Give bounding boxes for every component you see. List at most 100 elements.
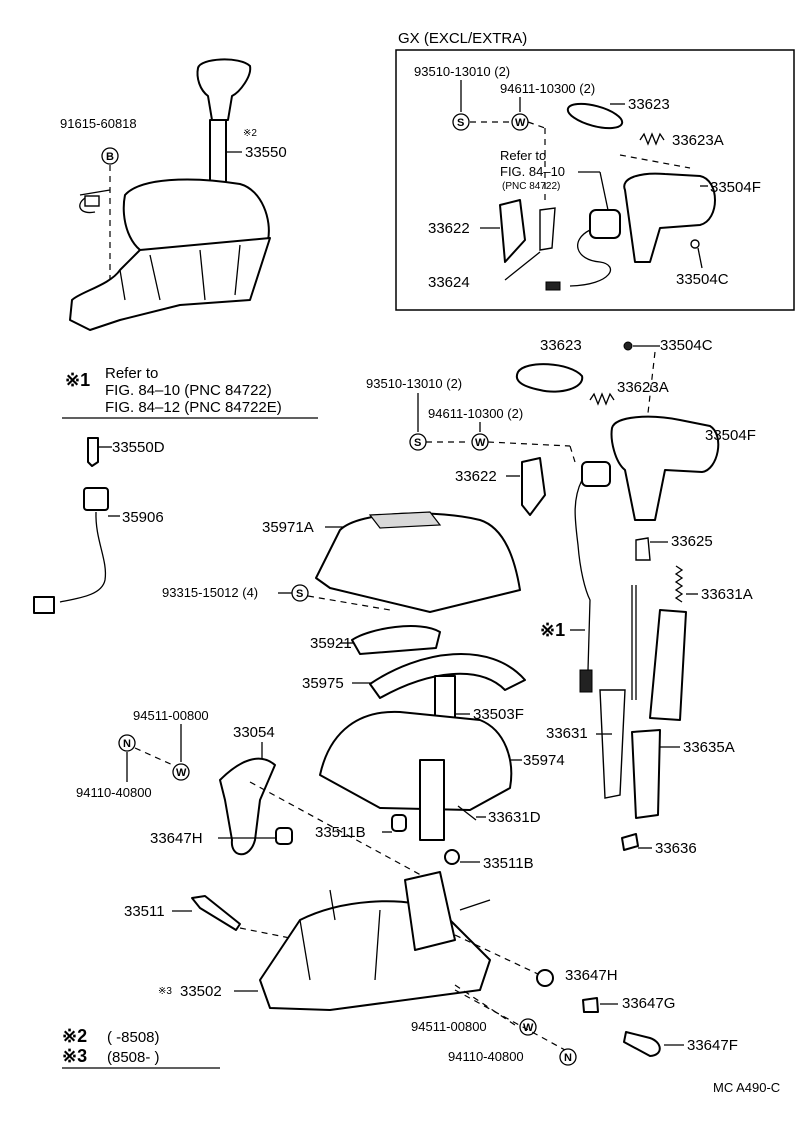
- label-33647H-b: 33647H: [565, 967, 618, 984]
- bracket-upright-part: [404, 871, 456, 951]
- n-symbol-icon-2: [559, 1048, 577, 1066]
- base-bracket: 33511 ※3 33502: [124, 871, 491, 1011]
- s-symbol-text-2: S: [296, 588, 303, 600]
- inset-label-33623: 33623: [628, 96, 670, 113]
- lever-plate-part: [419, 759, 445, 841]
- knob-part: [623, 172, 716, 263]
- label-33503F: 33503F: [473, 706, 524, 723]
- bracket-part: [499, 199, 526, 263]
- diagram-code: MC A490-C: [713, 1080, 780, 1095]
- w-symbol-text: W: [515, 117, 526, 129]
- label-33511: 33511: [124, 903, 165, 920]
- note1-line2: FIG. 84–10 (PNC 84722): [105, 382, 272, 399]
- label-33502-mark: ※3: [158, 986, 172, 997]
- housing-part: [122, 178, 270, 256]
- rod-end-part: [621, 833, 639, 851]
- label-33511B-b: 33511B: [483, 855, 534, 872]
- b-symbol-text: B: [106, 151, 114, 163]
- label-93315: 93315-15012 (4): [162, 585, 258, 600]
- bushing-part-4: [536, 969, 554, 987]
- inset-label-33623A: 33623A: [672, 132, 724, 149]
- w-symbol-icon-2: [172, 763, 190, 781]
- w-symbol-text-4: W: [475, 437, 486, 449]
- label-33550D: 33550D: [112, 439, 165, 456]
- clip-part-2: [582, 997, 599, 1013]
- right-small-parts: 33647H 33647G 94511-00800 W 33647F 94110…: [411, 934, 738, 1066]
- label-33511B-a: 33511B: [315, 824, 366, 841]
- knob-part-2: [610, 415, 720, 521]
- note1-line3: FIG. 84–12 (PNC 84722E): [105, 399, 282, 416]
- bracket-base-part: [259, 900, 491, 1011]
- label-94511-b: 94511-00800: [411, 1019, 487, 1034]
- label-35921: 35921: [310, 635, 352, 652]
- label-33647G: 33647G: [622, 995, 675, 1012]
- note2-mark: ※2: [243, 128, 257, 139]
- pin-part: [623, 1031, 661, 1057]
- label-35974: 35974: [523, 752, 565, 769]
- inset-label-33624: 33624: [428, 274, 470, 291]
- inset-label-33622: 33622: [428, 220, 470, 237]
- label-33636: 33636: [655, 840, 697, 857]
- inset-ref-line1: Refer to: [500, 148, 546, 163]
- legend-row1-mark: ※2: [62, 1026, 87, 1046]
- bracket-part-2: [521, 457, 546, 516]
- spring-part-2: [589, 392, 615, 406]
- s-symbol-text-3: S: [414, 437, 421, 449]
- n-symbol-icon: [118, 734, 136, 752]
- label-33054: 33054: [233, 724, 275, 741]
- n-symbol-text: N: [123, 738, 131, 750]
- label-94511-a: 94511-00800: [133, 708, 209, 723]
- label-35971A: 35971A: [262, 519, 314, 536]
- knob-button-part: [566, 102, 624, 130]
- label-33623: 33623: [540, 337, 582, 354]
- w-symbol-text-2: W: [176, 767, 187, 779]
- s-symbol-icon-2: [291, 584, 309, 602]
- legend-row2-text: (8508- ): [107, 1049, 160, 1066]
- label-35906: 35906: [122, 509, 164, 526]
- link-parts: 94511-00800 W N 94110-40800 33054 33647H…: [76, 708, 541, 881]
- knob-exploded: 33623 33504C 93510-13010 (2) S 94611-103…: [366, 337, 756, 693]
- inset-label-94611: 94611-10300 (2): [500, 81, 595, 96]
- label-94110-a: 94110-40800: [76, 785, 152, 800]
- label-33647F: 33647F: [687, 1037, 738, 1054]
- b-symbol-icon: [101, 147, 119, 165]
- slide-plate-part: [369, 653, 526, 699]
- label-33623A: 33623A: [617, 379, 669, 396]
- shift-knob-part: [196, 58, 252, 121]
- cap-part: [635, 537, 651, 561]
- label-33635A: 33635A: [683, 739, 735, 756]
- bushing-part: [275, 827, 293, 845]
- label-94110-b: 94110-40800: [448, 1049, 524, 1064]
- sleeve-part: [631, 729, 661, 819]
- pin-bolt-part: [191, 895, 241, 931]
- legend: ※2 ( -8508) ※3 (8508- ): [62, 1026, 220, 1069]
- socket-part: [83, 487, 109, 511]
- rod-part: [599, 689, 626, 799]
- label-33504C: 33504C: [660, 337, 713, 354]
- bushing-part-2: [391, 814, 407, 832]
- w-symbol-text-3: W: [523, 1022, 534, 1034]
- legend-row2-mark: ※3: [62, 1046, 87, 1066]
- switch-part-2: [581, 461, 611, 487]
- label-93510: 93510-13010 (2): [366, 376, 462, 391]
- label-33647H-a: 33647H: [150, 830, 203, 847]
- cover-stack: 35971A 93315-15012 (4) S 35921 35975 335…: [162, 511, 565, 841]
- bushing-part-3: [444, 849, 460, 865]
- cover-part: [315, 512, 521, 613]
- label-33631D: 33631D: [488, 809, 541, 826]
- s-symbol-icon: [452, 113, 470, 131]
- inset-title: GX (EXCL/EXTRA): [398, 30, 527, 47]
- legend-row1-text: ( -8508): [107, 1029, 160, 1046]
- label-33502: 33502: [180, 983, 222, 1000]
- s-symbol-text: S: [457, 117, 464, 129]
- inset-label-33504C: 33504C: [676, 271, 729, 288]
- label-33631: 33631: [546, 725, 588, 742]
- label-35975: 35975: [302, 675, 344, 692]
- note1-ref-mark: ※1: [540, 620, 565, 640]
- base-frame-part: [69, 237, 271, 331]
- note1-line1: Refer to: [105, 365, 158, 382]
- label-33550: 33550: [245, 144, 287, 161]
- bulb-part: [87, 437, 99, 467]
- link-arm-part: [219, 757, 276, 856]
